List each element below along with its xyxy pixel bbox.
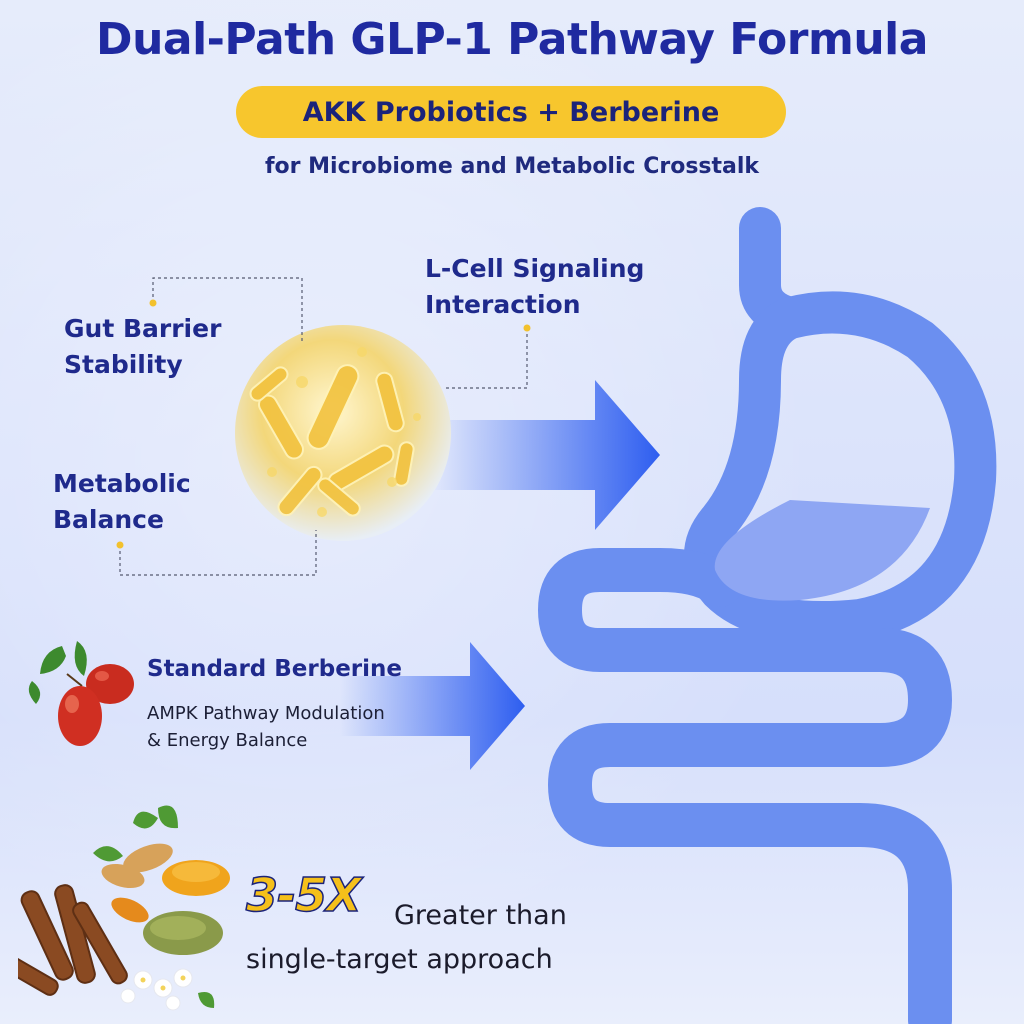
multiplier-callout: 3-5X bbox=[245, 867, 362, 923]
metabolic-balance-label: Metabolic Balance bbox=[53, 469, 191, 534]
stomach bbox=[684, 291, 997, 643]
berberine-title: Standard Berberine bbox=[147, 656, 402, 682]
herbs-spices-icon bbox=[18, 805, 230, 1011]
probiotic-arrow-icon bbox=[430, 380, 660, 530]
intestine bbox=[538, 548, 952, 1024]
probiotic-bacteria-icon bbox=[235, 325, 451, 541]
berberine-fruit-icon bbox=[28, 641, 134, 746]
stomach-pocket bbox=[714, 500, 930, 601]
berberine-description: AMPK Pathway Modulation & Energy Balance bbox=[147, 703, 385, 751]
berberine-arrow-icon bbox=[340, 642, 525, 770]
lcell-signaling-label: L-Cell Signaling Interaction bbox=[425, 254, 645, 319]
claim-line-2: single-target approach bbox=[246, 944, 553, 975]
gut-barrier-label: Gut Barrier Stability bbox=[64, 314, 222, 379]
ingredient-badge: AKK Probiotics + Berberine bbox=[236, 86, 786, 138]
page-subtitle: for Microbiome and Metabolic Crosstalk bbox=[264, 154, 760, 179]
page-title: Dual-Path GLP-1 Pathway Formula bbox=[96, 14, 928, 65]
claim-line-1: Greater than bbox=[394, 900, 567, 931]
